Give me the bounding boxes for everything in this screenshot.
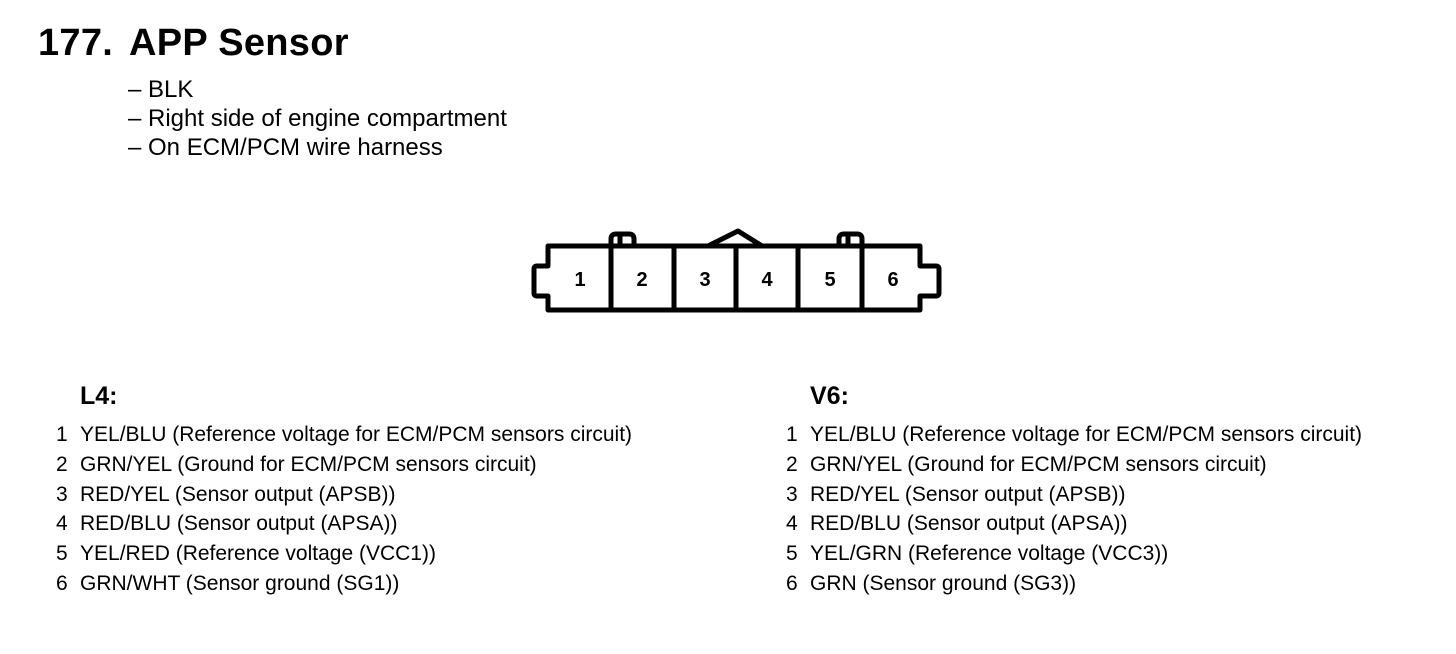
pin-description: YEL/GRN (Reference voltage (VCC3)) xyxy=(810,542,1169,566)
connector-pin-label: 6 xyxy=(887,269,898,291)
pin-row: 6 GRN/WHT (Sensor ground (SG1)) xyxy=(56,569,632,599)
pin-row: 3 RED/YEL (Sensor output (APSB)) xyxy=(56,480,632,510)
note-location: – Right side of engine compartment xyxy=(128,105,507,132)
v6-pinout: V6: 1 YEL/BLU (Reference voltage for ECM/… xyxy=(786,380,1362,599)
pin-row: 4 RED/BLU (Sensor output (APSA)) xyxy=(56,509,632,539)
connector-diagram: 1 2 3 4 5 6 xyxy=(531,228,942,313)
right-latch-tab xyxy=(836,231,865,249)
connector-pin-label: 1 xyxy=(574,269,585,291)
pin-row: 5 YEL/RED (Reference voltage (VCC1)) xyxy=(56,539,632,569)
connector-body-outline xyxy=(531,243,942,313)
pin-description: YEL/RED (Reference voltage (VCC1)) xyxy=(80,542,436,566)
connector-pin-label: 2 xyxy=(636,269,647,291)
pin-number: 1 xyxy=(56,423,68,446)
pin-row: 6 GRN (Sensor ground (SG3)) xyxy=(786,569,1362,599)
l4-heading: L4: xyxy=(80,382,118,410)
pin-description: RED/YEL (Sensor output (APSB)) xyxy=(810,482,1126,506)
pin-number: 5 xyxy=(786,542,798,566)
center-key-ridge xyxy=(705,228,765,249)
page-title: 177. APP Sensor xyxy=(38,22,349,65)
pin-description: RED/YEL (Sensor output (APSB)) xyxy=(80,482,396,506)
pin-description: GRN/YEL (Ground for ECM/PCM sensors circ… xyxy=(810,452,1267,476)
note-color: – BLK xyxy=(128,76,194,103)
pin-description: RED/BLU (Sensor output (APSA)) xyxy=(80,512,398,536)
pin-description: YEL/BLU (Reference voltage for ECM/PCM s… xyxy=(80,423,633,446)
connector-notes: – BLK – Right side of engine compartment… xyxy=(128,75,507,162)
note-harness: – On ECM/PCM wire harness xyxy=(128,134,443,161)
pin-description: YEL/BLU (Reference voltage for ECM/PCM s… xyxy=(810,423,1363,446)
pin-number: 5 xyxy=(56,542,68,566)
pin-number: 3 xyxy=(56,482,68,506)
connector-pin-label: 3 xyxy=(699,269,710,291)
pin-description: GRN/YEL (Ground for ECM/PCM sensors circ… xyxy=(80,452,537,476)
pin-row: 4 RED/BLU (Sensor output (APSA)) xyxy=(786,509,1362,539)
left-latch-tab xyxy=(608,231,637,249)
pin-row: 1 YEL/BLU (Reference voltage for ECM/PCM … xyxy=(56,420,632,450)
pin-row: 5 YEL/GRN (Reference voltage (VCC3)) xyxy=(786,539,1362,569)
pin-number: 2 xyxy=(56,452,68,476)
pin-number: 2 xyxy=(786,452,798,476)
pin-row: 1 YEL/BLU (Reference voltage for ECM/PCM … xyxy=(786,420,1362,450)
pin-row: 3 RED/YEL (Sensor output (APSB)) xyxy=(786,480,1362,510)
pin-number: 3 xyxy=(786,482,798,506)
pin-row: 2 GRN/YEL (Ground for ECM/PCM sensors cir… xyxy=(56,450,632,480)
pin-number: 4 xyxy=(786,512,798,536)
pin-description: RED/BLU (Sensor output (APSA)) xyxy=(810,512,1128,536)
v6-heading: V6: xyxy=(810,382,849,410)
section-number: 177. xyxy=(38,22,114,64)
connector-pin-label: 5 xyxy=(824,269,835,291)
pin-description: GRN (Sensor ground (SG3)) xyxy=(810,571,1077,595)
pin-number: 4 xyxy=(56,512,68,536)
connector-pin-label: 4 xyxy=(761,269,773,291)
pin-number: 1 xyxy=(786,423,798,446)
pin-number: 6 xyxy=(786,571,798,595)
section-title: APP Sensor xyxy=(129,22,349,64)
pin-row: 2 GRN/YEL (Ground for ECM/PCM sensors cir… xyxy=(786,450,1362,480)
pin-description: GRN/WHT (Sensor ground (SG1)) xyxy=(80,571,400,595)
l4-pinout: L4: 1 YEL/BLU (Reference voltage for ECM/… xyxy=(56,380,632,599)
pin-number: 6 xyxy=(56,571,68,595)
